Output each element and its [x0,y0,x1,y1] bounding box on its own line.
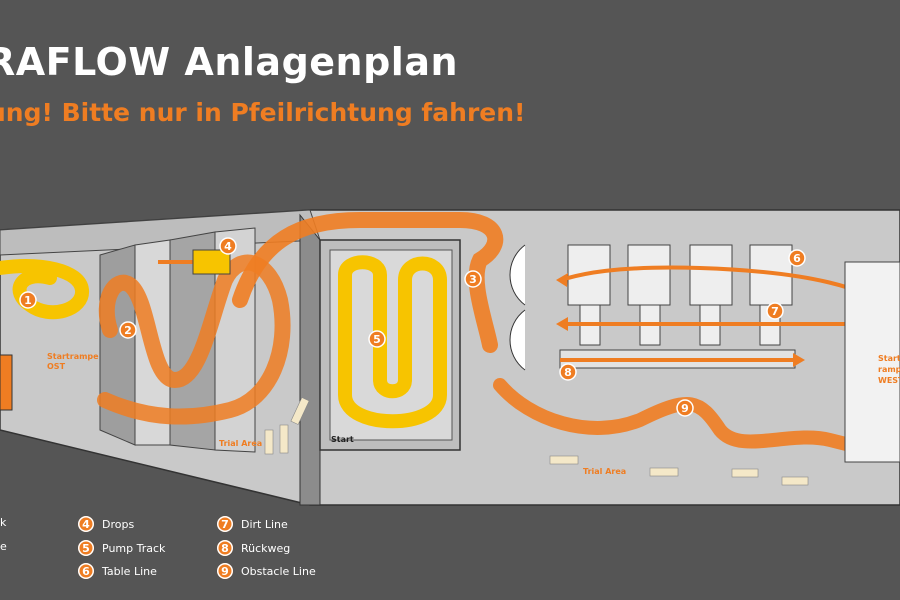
legend-label: Rückweg [241,541,291,555]
marker-1 [19,291,37,309]
half-moon-ramp [509,244,526,306]
trial-block [649,467,679,477]
marker-5-label: 5 [373,333,381,346]
arrow-head-6 [556,273,568,287]
legend-number-badge: 6 [78,563,94,579]
legend-number-badge: 4 [78,516,94,532]
trial-block [781,476,809,486]
map-title: RAFLOW Anlagenplan [0,40,459,84]
map-markers: 1 2 3 4 5 6 7 8 9 [19,237,806,417]
legend-number-badge: 5 [78,540,94,556]
pump-track-5 [338,255,447,429]
marker-3-label: 3 [469,273,477,286]
legend-item: 4 Drops [78,516,134,532]
marker-6 [788,249,806,267]
legend-number-badge: 8 [217,540,233,556]
track-line-2 [97,254,291,425]
marker-4-label: 4 [224,240,232,253]
trial-block [549,455,579,465]
trial-block [279,424,289,454]
marker-2 [119,321,137,339]
track-line-3 [232,212,504,353]
marker-4 [219,237,237,255]
legend-number-badge: 7 [217,516,233,532]
marker-7 [766,302,784,320]
start-ramp-west [844,261,900,463]
legend-item: 9 Obstacle Line [217,563,316,579]
legend-item: e [0,540,7,553]
start-label: Start [331,435,354,444]
track-line-1 [0,259,89,320]
half-moon-ramp [509,309,526,371]
legend-item: 7 Dirt Line [217,516,288,532]
marker-5 [368,330,386,348]
startrampe-west-label-1: Start [878,354,900,363]
legend-item: 6 Table Line [78,563,157,579]
legend-item: k [0,516,6,529]
arrow-head-7 [556,317,568,331]
marker-1-label: 1 [24,294,32,307]
map-subtitle-warning: ung! Bitte nur in Pfeilrichtung fahren! [0,98,526,127]
startrampe-ost-label-2: OST [47,362,66,371]
marker-9 [676,399,694,417]
drop-box [192,249,231,275]
trial-area-left-label: Trial Area [219,439,262,448]
startrampe-ost-label-1: Startrampe [47,352,99,361]
startrampe-west-label-2: ramp [878,365,900,374]
marker-2-label: 2 [124,324,132,337]
marker-3 [464,270,482,288]
trial-block [290,397,310,425]
left-block [0,354,13,411]
legend-label: Dirt Line [241,517,288,531]
legend-item: 8 Rückweg [217,540,290,556]
trial-area-right-label: Trial Area [583,467,626,476]
marker-9-label: 9 [681,402,689,415]
legend-label: k [0,516,7,529]
legend-number-badge: 9 [217,563,233,579]
pump-track-floor [329,249,453,441]
marker-6-label: 6 [793,252,801,265]
trial-block [264,429,274,455]
legend-label: Obstacle Line [241,564,316,578]
legend-label: e [0,540,7,553]
marker-8-label: 8 [564,366,572,379]
legend-item: 5 Pump Track [78,540,165,556]
legend-label: Pump Track [102,541,166,555]
legend-label: Table Line [102,564,157,578]
arrow-head-8 [793,353,805,367]
dividing-wall [299,213,321,506]
marker-8 [559,363,577,381]
trial-block [731,468,759,478]
legend-label: Drops [102,517,135,531]
marker-7-label: 7 [771,305,779,318]
